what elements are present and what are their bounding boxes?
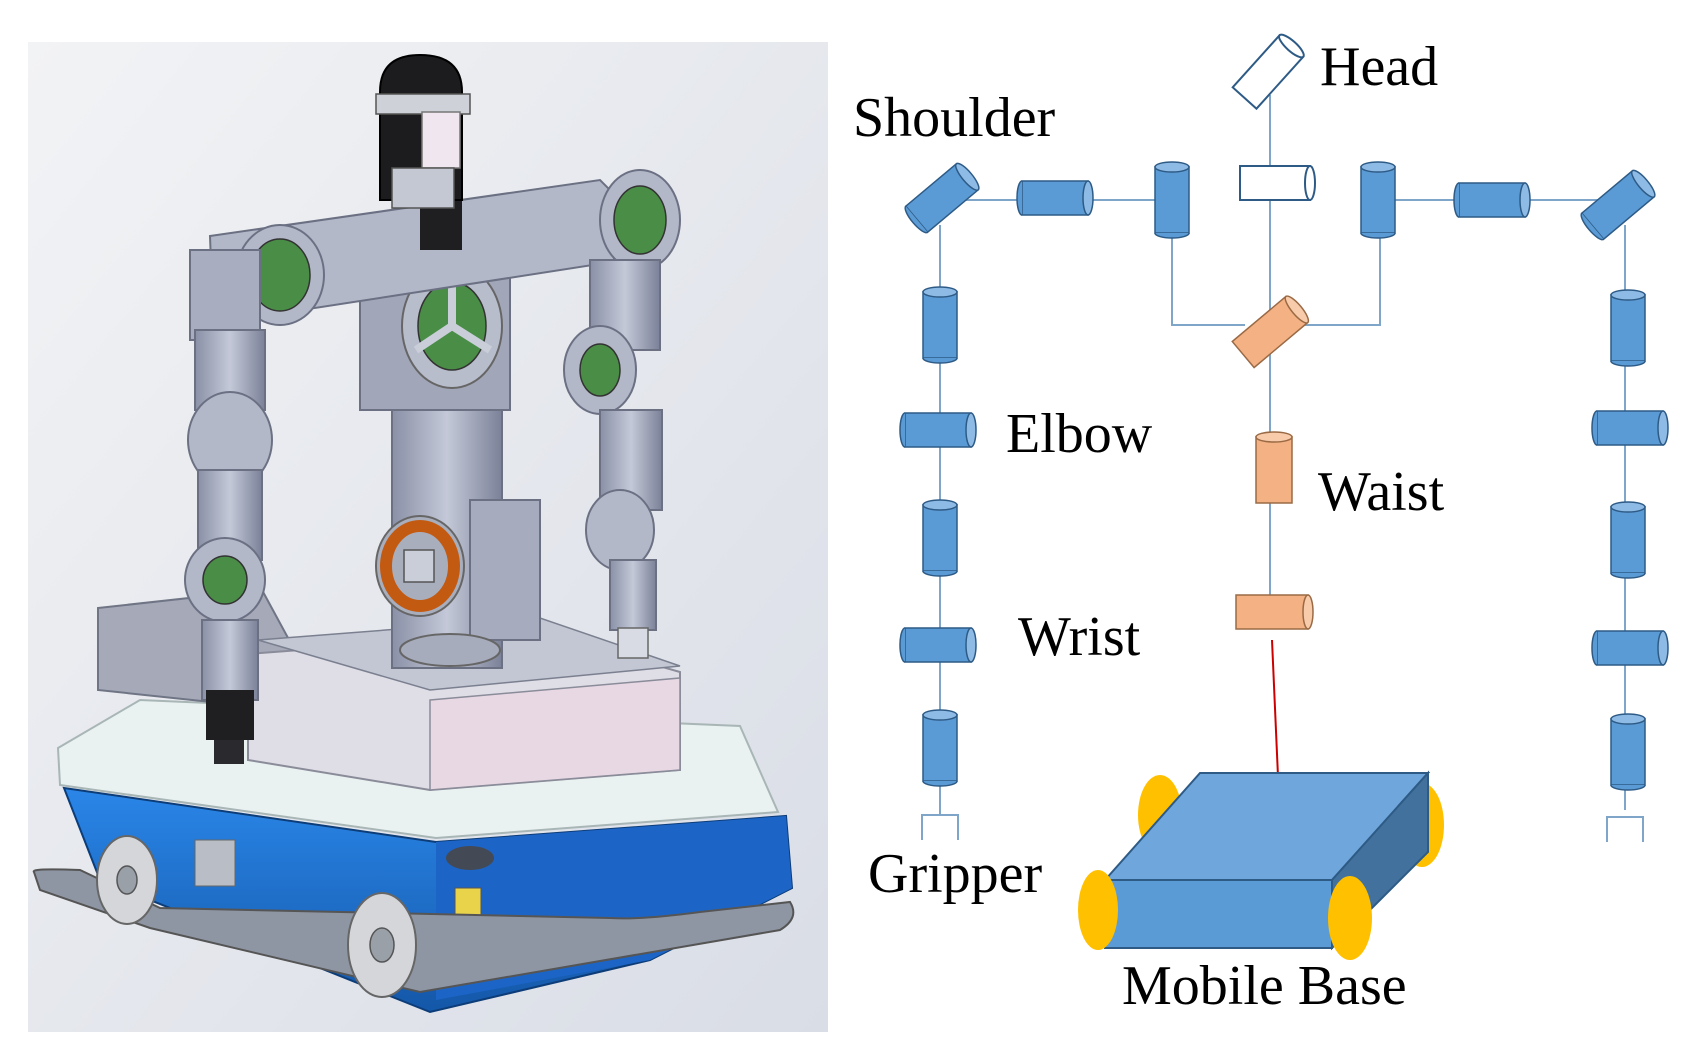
head-joint-pitch [1231,33,1305,111]
right-wrist-joint-2 [1610,713,1646,791]
base-wheel-front-left [1078,870,1118,950]
left-wrist-joint-1 [899,627,977,663]
right-shoulder-joint-2 [1453,182,1531,218]
left-upper-arm-joint [922,286,958,364]
right-shoulder-joint-3 [1360,161,1396,239]
waist-column [375,397,541,669]
head-joint-yaw [1239,165,1316,201]
right-upper-arm-joint [1610,289,1646,367]
left-wrist-joint-2 [922,709,958,787]
mobile-base-block [1078,770,1444,960]
label-head: Head [1320,36,1438,98]
kinematic-schematic: Head Shoulder Elbow Waist Wrist Gripper … [853,33,1669,1017]
right-arm [563,169,681,659]
left-arm [184,224,325,764]
waist-joint-1 [1231,295,1310,369]
robot-head [375,53,471,250]
right-shoulder-joint-1 [1577,166,1659,244]
right-forearm-joint [1610,501,1646,579]
label-mobile-base: Mobile Base [1122,955,1407,1017]
left-shoulder-joint-2 [1016,180,1094,216]
label-shoulder: Shoulder [853,87,1056,149]
waist-joint-2 [1255,431,1293,504]
wheel-front-left [347,892,417,998]
left-elbow-joint [899,412,977,448]
base-wheel-front-right [1328,876,1372,960]
label-waist: Waist [1318,461,1445,523]
label-gripper: Gripper [868,843,1043,905]
gripper-left [921,810,959,840]
left-forearm-joint [922,499,958,577]
right-elbow-joint [1591,410,1669,446]
mobile-chassis [32,786,795,1014]
robot-render [28,42,828,1032]
left-shoulder-joint-3 [1154,161,1190,239]
left-shoulder-joint-1 [901,159,983,237]
wheel-rear-left [96,835,158,925]
gripper-right [1606,816,1644,842]
label-wrist: Wrist [1018,606,1141,668]
label-elbow: Elbow [1006,403,1153,465]
waist-joint-3 [1235,594,1314,630]
right-wrist-joint-1 [1591,630,1669,666]
